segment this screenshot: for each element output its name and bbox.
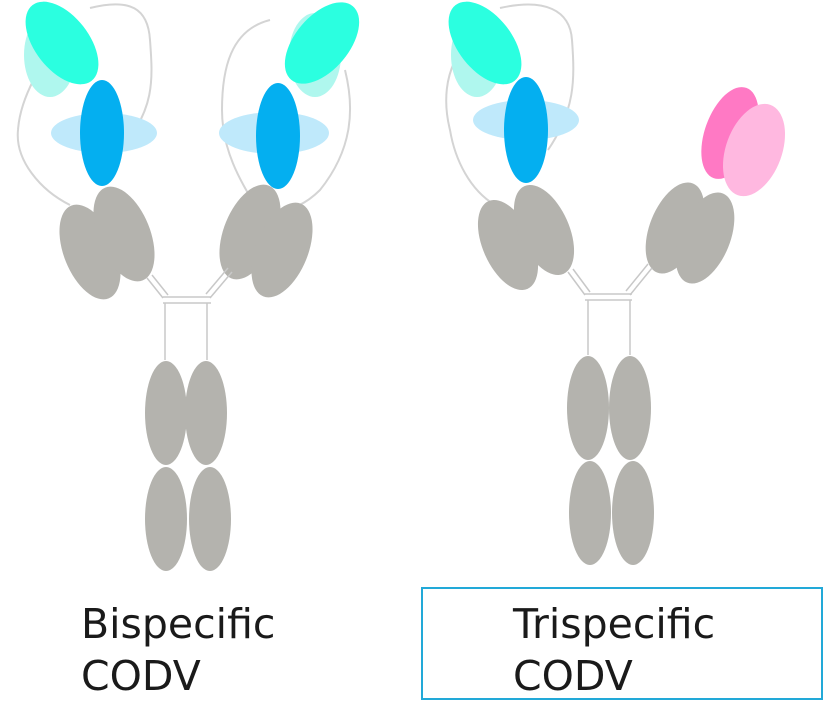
right-heavy-variable-domain <box>256 83 300 189</box>
trispecific-label-line1: Trispecific <box>513 598 715 650</box>
hinge-region <box>147 268 232 360</box>
fc-ch3-domain <box>189 467 231 571</box>
bispecific-codv-label: Bispecific CODV <box>81 598 275 702</box>
fc-ch2-domain <box>145 361 187 465</box>
left-heavy-variable-domain <box>80 80 124 186</box>
tri-fc-ch3-domain <box>569 461 611 565</box>
bispecific-label-line1: Bispecific <box>81 598 275 650</box>
fc-ch3-domain <box>145 467 187 571</box>
tri-fc-ch2-domain <box>609 356 651 460</box>
bispecific-label-line2: CODV <box>81 650 275 702</box>
tri-left-heavy-variable-domain <box>504 77 548 183</box>
tri-fc-ch3-domain <box>612 461 654 565</box>
tri-hinge-region <box>568 264 652 355</box>
trispecific-codv-label: Trispecific CODV <box>513 598 715 702</box>
trispecific-label-line2: CODV <box>513 650 715 702</box>
bispecific-codv-antibody <box>11 0 373 571</box>
fc-ch2-domain <box>185 361 227 465</box>
tri-fc-ch2-domain <box>567 356 609 460</box>
trispecific-codv-antibody <box>434 0 797 565</box>
